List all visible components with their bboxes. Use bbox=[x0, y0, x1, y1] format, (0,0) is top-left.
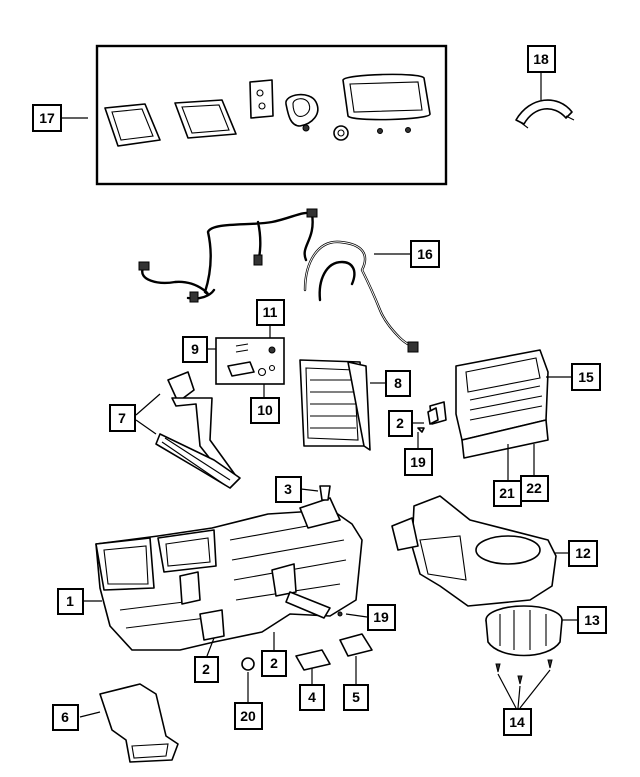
callout-2-top: 2 bbox=[388, 410, 413, 437]
callout-6: 6 bbox=[52, 704, 79, 731]
callout-2-right-label: 2 bbox=[270, 655, 278, 671]
callout-22-label: 22 bbox=[526, 480, 542, 496]
small-parts bbox=[241, 407, 439, 671]
callout-15: 15 bbox=[571, 363, 601, 391]
wiring-harness bbox=[138, 208, 318, 303]
callout-7-label: 7 bbox=[118, 410, 126, 426]
hvac-case-1 bbox=[95, 497, 363, 651]
callout-21: 21 bbox=[493, 480, 522, 507]
callout-9: 9 bbox=[182, 336, 208, 363]
callout-2-left-label: 2 bbox=[202, 661, 210, 677]
callout-1: 1 bbox=[57, 588, 84, 615]
duct-6 bbox=[99, 683, 179, 763]
callout-3-label: 3 bbox=[284, 481, 292, 497]
callout-14: 14 bbox=[503, 708, 532, 736]
callout-18: 18 bbox=[527, 45, 556, 73]
callout-21-label: 21 bbox=[499, 485, 515, 501]
evaporator-8 bbox=[299, 359, 371, 451]
callout-12: 12 bbox=[568, 540, 598, 567]
callout-10-label: 10 bbox=[257, 402, 273, 418]
callout-2-right: 2 bbox=[261, 650, 287, 677]
callout-4-label: 4 bbox=[308, 689, 316, 705]
callout-9-label: 9 bbox=[191, 341, 199, 357]
callout-12-label: 12 bbox=[575, 545, 591, 561]
callout-19-top: 19 bbox=[404, 448, 433, 476]
callout-4: 4 bbox=[299, 684, 325, 711]
callout-20-label: 20 bbox=[240, 708, 256, 724]
callout-18-label: 18 bbox=[533, 51, 549, 67]
callout-15-label: 15 bbox=[578, 369, 594, 385]
callout-10: 10 bbox=[250, 397, 280, 424]
callout-19-bottom-label: 19 bbox=[373, 609, 389, 625]
duct-18 bbox=[515, 99, 575, 129]
callout-20: 20 bbox=[234, 702, 263, 730]
callout-11: 11 bbox=[256, 299, 285, 326]
callout-14-label: 14 bbox=[509, 714, 525, 730]
blower-housing-12 bbox=[391, 495, 557, 607]
callout-5-label: 5 bbox=[352, 689, 360, 705]
callout-2-top-label: 2 bbox=[396, 415, 404, 431]
callout-13-label: 13 bbox=[584, 612, 600, 628]
callout-11-label: 11 bbox=[263, 304, 278, 320]
callout-2-left: 2 bbox=[194, 656, 219, 683]
callout-19-bottom: 19 bbox=[367, 604, 396, 631]
callout-8-label: 8 bbox=[394, 375, 402, 391]
callout-13: 13 bbox=[577, 606, 607, 634]
callout-3: 3 bbox=[275, 476, 302, 503]
callout-17: 17 bbox=[32, 104, 62, 132]
blower-motor-13 bbox=[485, 605, 563, 657]
leader-lines bbox=[62, 72, 577, 718]
seal-kit-group bbox=[95, 44, 448, 186]
callout-1-label: 1 bbox=[66, 593, 74, 609]
harness-16 bbox=[303, 240, 419, 353]
module-15 bbox=[429, 349, 549, 459]
callout-17-label: 17 bbox=[39, 110, 55, 126]
callout-22: 22 bbox=[520, 475, 549, 502]
callout-5: 5 bbox=[343, 684, 369, 711]
callout-19-top-label: 19 bbox=[410, 454, 426, 470]
small-parts-box bbox=[215, 337, 285, 385]
callout-6-label: 6 bbox=[61, 709, 69, 725]
heater-core-7 bbox=[155, 371, 241, 489]
callout-16-label: 16 bbox=[417, 246, 433, 262]
callout-8: 8 bbox=[385, 370, 411, 397]
callout-7: 7 bbox=[109, 404, 136, 432]
callout-16: 16 bbox=[410, 240, 440, 268]
screws-14 bbox=[495, 659, 553, 685]
